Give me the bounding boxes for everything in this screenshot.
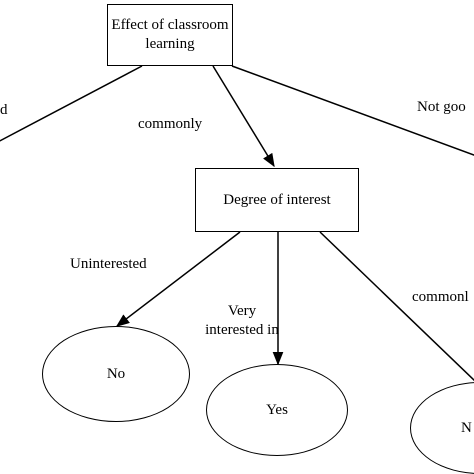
root-node-line1: Effect of classroom (111, 17, 229, 33)
yes-leaf-label: Yes (266, 401, 288, 418)
edge-root-left (0, 65, 143, 142)
edge-interest-right (319, 231, 474, 382)
no-leaf-ellipse: No (42, 326, 190, 422)
interest-node-label: Degree of interest (223, 191, 331, 208)
edge-label-interest-no: Uninterested (70, 256, 147, 272)
edge-label-interest-yes: Very interested in (187, 302, 297, 340)
edge-interest-no (115, 231, 241, 327)
edge-label-root-left: d (0, 102, 8, 118)
edge-label-interest-yes-line2: interested in (205, 322, 279, 338)
edge-label-root-interest: commonly (138, 116, 203, 132)
edge-label-interest-yes-line1: Very (227, 303, 257, 319)
edge-root-right (231, 65, 474, 156)
interest-node-box: Degree of interest (195, 168, 359, 232)
root-node-line2: learning (145, 36, 195, 52)
right-leaf-label: N (461, 419, 472, 436)
edge-label-interest-right: commonl (412, 289, 469, 305)
root-node-box: Effect of classroom learning (107, 4, 233, 66)
no-leaf-label: No (106, 365, 126, 382)
edge-label-root-right: Not goo (417, 99, 466, 115)
edge-root-interest (212, 65, 275, 168)
yes-leaf-ellipse: Yes (206, 364, 348, 456)
